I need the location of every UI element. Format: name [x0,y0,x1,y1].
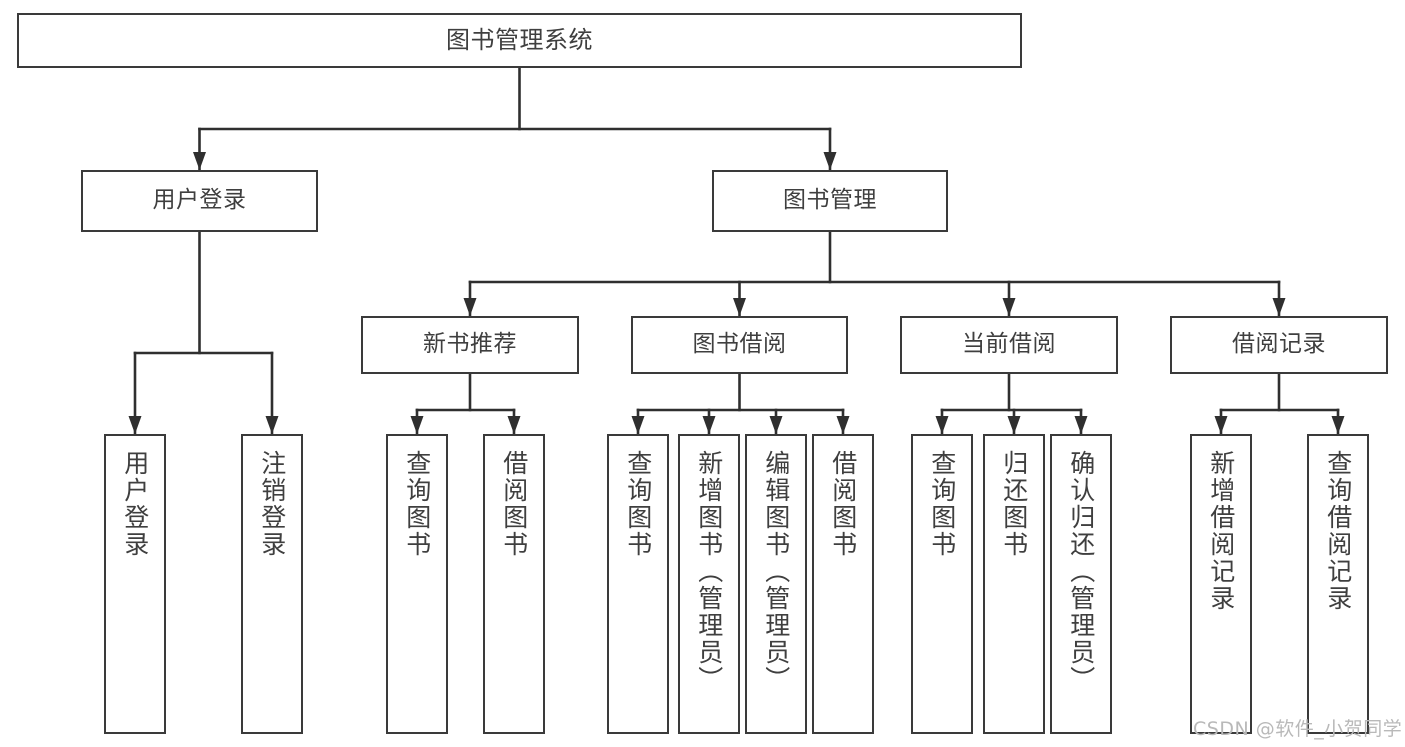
node-bookmgmt[interactable]: 图书管理 [712,170,948,232]
node-label: 查询图书 [927,450,957,558]
node-leaf-edit-b[interactable]: 编辑图书（管理员） [745,434,807,734]
node-label: 查询图书 [402,450,432,558]
node-label: 借阅图书 [499,450,529,558]
node-current[interactable]: 当前借阅 [900,316,1118,374]
node-leaf-borrow-b[interactable]: 借阅图书 [812,434,874,734]
node-label: 新增图书（管理员） [694,450,724,693]
node-label: 新书推荐 [423,331,517,358]
node-label: 图书管理系统 [446,26,593,55]
node-leaf-confirm-c[interactable]: 确认归还（管理员） [1050,434,1112,734]
node-label: 注销登录 [257,450,287,558]
node-label: 新增借阅记录 [1206,450,1236,612]
node-label: 归还图书 [999,450,1029,558]
node-leaf-query-b[interactable]: 查询图书 [607,434,669,734]
node-leaf-query-c[interactable]: 查询图书 [911,434,973,734]
node-leaf-logout[interactable]: 注销登录 [241,434,303,734]
node-label: 编辑图书（管理员） [761,450,791,693]
node-label: 查询借阅记录 [1323,450,1353,612]
node-label: 用户登录 [152,187,247,214]
node-leaf-add-b[interactable]: 新增图书（管理员） [678,434,740,734]
node-login[interactable]: 用户登录 [81,170,318,232]
node-label: 当前借阅 [962,331,1056,358]
node-label: 借阅图书 [828,450,858,558]
node-borrow[interactable]: 图书借阅 [631,316,848,374]
node-newbook[interactable]: 新书推荐 [361,316,579,374]
node-label: 图书管理 [783,187,877,214]
node-leaf-login[interactable]: 用户登录 [104,434,166,734]
node-leaf-return-c[interactable]: 归还图书 [983,434,1045,734]
node-records[interactable]: 借阅记录 [1170,316,1388,374]
node-leaf-query-new[interactable]: 查询图书 [386,434,448,734]
node-root[interactable]: 图书管理系统 [17,13,1022,68]
watermark-label: CSDN @软件_小贺同学 [1193,718,1403,740]
node-leaf-add-r[interactable]: 新增借阅记录 [1190,434,1252,734]
node-label: 图书借阅 [692,331,787,358]
node-label: 查询图书 [623,450,653,558]
node-leaf-query-r[interactable]: 查询借阅记录 [1307,434,1369,734]
node-label: 借阅记录 [1232,331,1326,358]
node-label: 用户登录 [120,450,150,558]
node-label: 确认归还（管理员） [1066,450,1096,693]
node-leaf-borrow-new[interactable]: 借阅图书 [483,434,545,734]
